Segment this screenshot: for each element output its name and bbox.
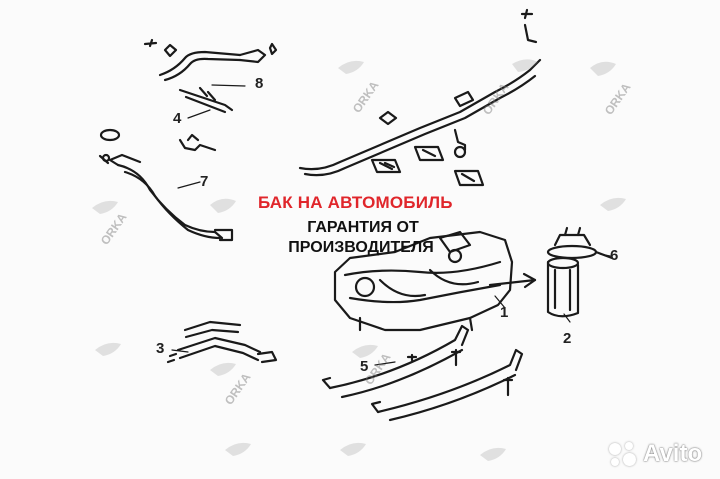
avito-dots-icon — [607, 439, 637, 469]
subtitle-line-1: ГАРАНТИЯ ОТ — [307, 219, 419, 236]
callout-2: 2 — [563, 330, 572, 347]
headline: БАК НА АВТОМОБИЛЬ — [258, 193, 453, 212]
orka-watermarks — [92, 59, 626, 461]
callout-8: 8 — [255, 75, 264, 92]
callout-7: 7 — [200, 173, 209, 190]
fuel-line — [298, 8, 542, 177]
callout-6: 6 — [610, 247, 619, 264]
mounting-bolts — [406, 348, 514, 397]
arrow-head — [522, 272, 537, 289]
fuel-tank — [333, 230, 514, 332]
callout-5: 5 — [360, 358, 369, 375]
avito-logo: Avito — [607, 438, 702, 470]
tank-straps — [321, 324, 524, 422]
breather-hose — [166, 320, 278, 364]
filler-neck — [98, 128, 234, 242]
callout-1: 1 — [500, 304, 509, 321]
subtitle-line-2: ПРОИЗВОДИТЕЛЯ — [288, 239, 434, 256]
vent-lines — [143, 38, 278, 152]
callout-leaders — [171, 84, 611, 366]
heat-shields — [370, 145, 485, 187]
callout-3: 3 — [156, 340, 165, 357]
callout-4: 4 — [173, 110, 182, 127]
arrow-line — [488, 278, 537, 287]
avito-wordmark: Avito — [643, 440, 703, 467]
